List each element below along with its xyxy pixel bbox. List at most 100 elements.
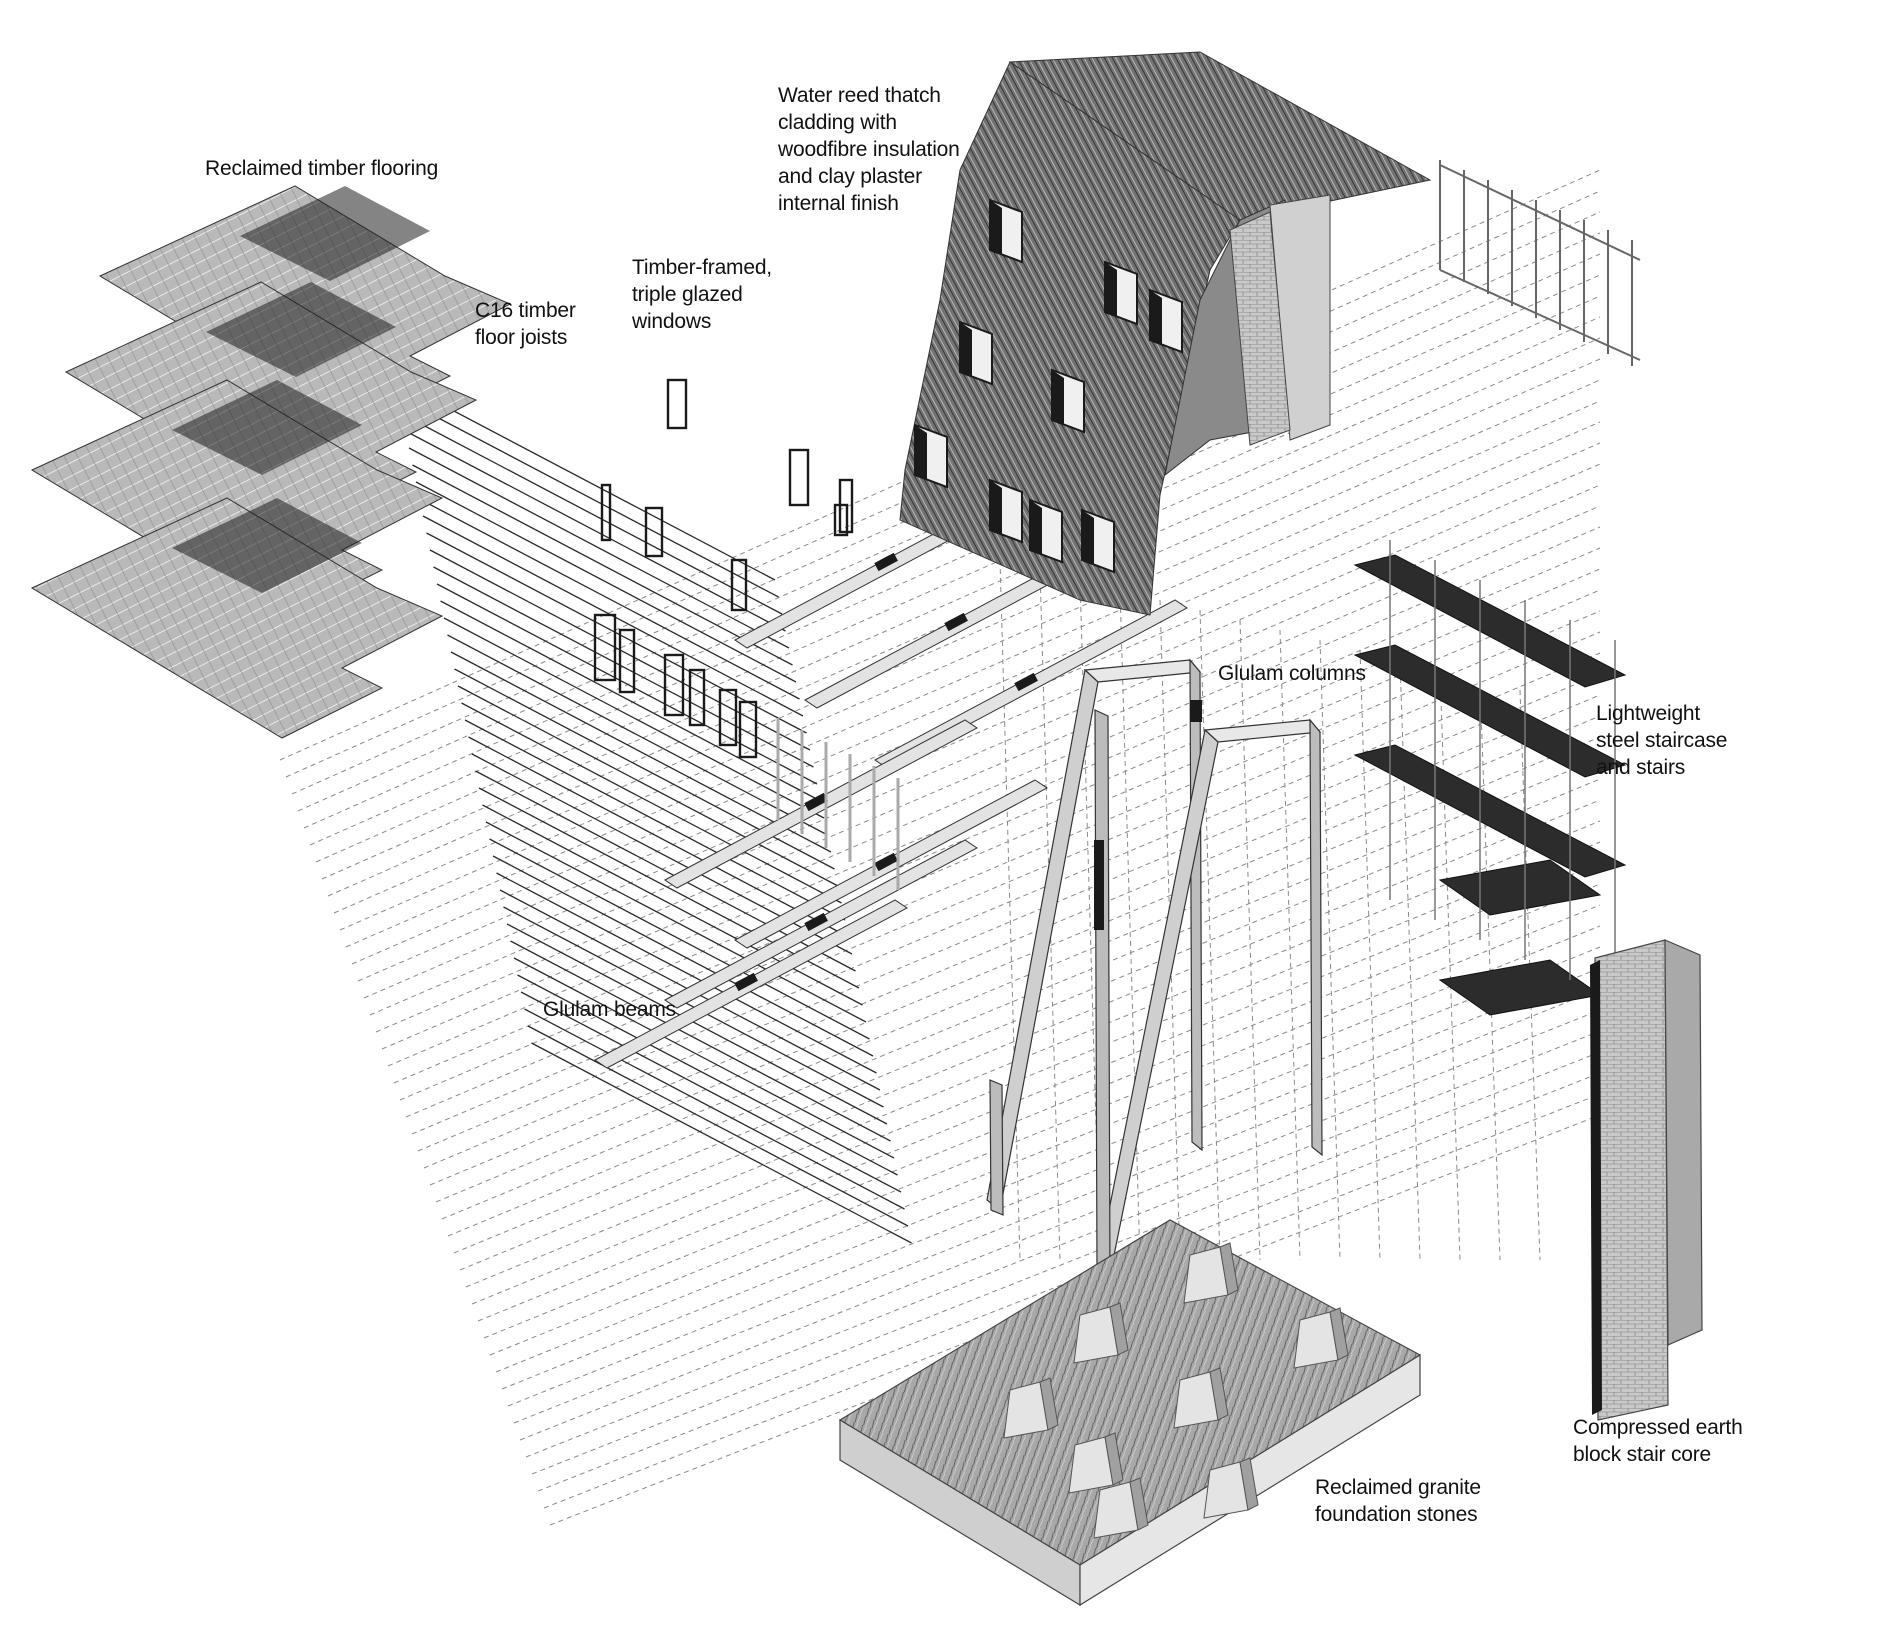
guide-line bbox=[471, 841, 1601, 1305]
column-dark-face bbox=[1094, 840, 1104, 930]
thatch-window-reveal bbox=[990, 480, 1002, 535]
label-line: cladding with bbox=[778, 111, 897, 134]
guide-line bbox=[1119, 589, 1141, 1261]
label-line: steel staircase bbox=[1596, 729, 1728, 752]
label-glulam-beams: Glulam beams bbox=[543, 996, 676, 1023]
window-frame bbox=[718, 688, 738, 747]
beam-connector bbox=[734, 972, 758, 992]
label-line: internal finish bbox=[778, 192, 899, 215]
guide-line bbox=[531, 1051, 1601, 1475]
guide-line bbox=[1199, 609, 1221, 1261]
guide-line bbox=[435, 715, 1601, 1203]
guide-line bbox=[1439, 669, 1461, 1261]
granite-stone-side bbox=[1109, 1302, 1129, 1356]
beam-connector bbox=[804, 912, 828, 932]
granite-stone-side bbox=[1129, 1477, 1149, 1531]
guide-line bbox=[345, 400, 1601, 948]
joist-bar bbox=[419, 498, 800, 700]
window-frame bbox=[644, 506, 664, 558]
joist-bar bbox=[496, 872, 877, 1074]
guide-line bbox=[417, 652, 1601, 1152]
label-line: Glulam beams bbox=[543, 998, 676, 1021]
guide-line bbox=[477, 862, 1601, 1322]
label-line: floor joists bbox=[475, 326, 568, 349]
timber-flooring-group bbox=[30, 185, 512, 739]
joist-bar bbox=[510, 940, 891, 1142]
window-frame bbox=[730, 558, 748, 612]
guide-line bbox=[399, 589, 1601, 1101]
beam-connector bbox=[874, 852, 898, 872]
beam-connector bbox=[874, 552, 898, 572]
guide-line bbox=[1479, 679, 1501, 1261]
guide-line bbox=[1239, 619, 1261, 1261]
label-line: Lightweight bbox=[1596, 702, 1701, 725]
thatch-window-reveal bbox=[915, 425, 927, 480]
window-frame bbox=[593, 613, 617, 682]
vertical-fin-frame bbox=[1439, 160, 1641, 366]
guide-line bbox=[513, 988, 1601, 1424]
glulam-columns bbox=[986, 658, 1323, 1282]
guide-line bbox=[519, 1009, 1601, 1441]
guide-line bbox=[309, 274, 1601, 846]
guide-line bbox=[549, 1114, 1601, 1526]
guide-line bbox=[351, 421, 1601, 965]
thatch-window-reveal bbox=[1150, 290, 1162, 345]
granite-stone-side bbox=[1039, 1377, 1059, 1431]
column-frame-1-top bbox=[1083, 659, 1202, 683]
label-line: windows bbox=[632, 310, 712, 333]
joist-bar bbox=[471, 753, 853, 955]
thatch-window-reveal bbox=[1105, 262, 1117, 317]
guide-line bbox=[507, 967, 1601, 1407]
label-line: woodfibre insulation bbox=[778, 138, 960, 161]
window-frame bbox=[600, 483, 612, 542]
guide-line bbox=[321, 316, 1601, 880]
guide-line bbox=[495, 925, 1601, 1373]
joist-bar bbox=[489, 838, 870, 1040]
granite-stone-side bbox=[1219, 1242, 1239, 1296]
stair-core-front bbox=[1594, 939, 1669, 1421]
window-frame bbox=[738, 700, 758, 759]
joist-bar bbox=[461, 702, 842, 904]
thatch-window-reveal bbox=[1052, 370, 1064, 425]
joist-bar bbox=[464, 719, 846, 921]
foundation-base bbox=[838, 1219, 1422, 1607]
floor-shadow bbox=[240, 186, 430, 281]
guide-line bbox=[285, 190, 1601, 778]
window-frame bbox=[663, 653, 685, 717]
joist-bar bbox=[531, 1042, 912, 1244]
thatch-window-openings bbox=[914, 198, 1183, 574]
guide-line bbox=[1359, 649, 1381, 1261]
guide-line bbox=[1319, 639, 1341, 1261]
label-line: Timber-framed, bbox=[632, 256, 772, 279]
stair-landing bbox=[1353, 554, 1627, 688]
label-line: C16 timber bbox=[475, 299, 576, 322]
thatch-window-reveal bbox=[1082, 510, 1094, 565]
shell-end-wall bbox=[1229, 211, 1291, 446]
beam-connector bbox=[1014, 672, 1038, 692]
label-c16-timber-floor-joists: C16 timber floor joists bbox=[475, 297, 576, 351]
joist-bar bbox=[398, 396, 779, 598]
window-frame bbox=[833, 503, 849, 537]
label-line: Reclaimed granite bbox=[1315, 1476, 1481, 1499]
fin-rail bbox=[1439, 269, 1641, 361]
granite-stone-side bbox=[1104, 1432, 1124, 1486]
joist-bar bbox=[433, 566, 814, 768]
joist-bar bbox=[527, 1025, 909, 1227]
joist-bar bbox=[426, 532, 807, 734]
joist-bar bbox=[513, 957, 895, 1159]
joist-bar bbox=[506, 923, 888, 1125]
stair-flight bbox=[1438, 959, 1602, 1016]
label-line: Glulam columns bbox=[1218, 662, 1366, 685]
joist-bar bbox=[450, 651, 832, 853]
joist-bar bbox=[440, 600, 821, 802]
joist-bar bbox=[447, 634, 828, 836]
label-line: Reclaimed timber flooring bbox=[205, 157, 439, 180]
joist-bar bbox=[394, 379, 776, 581]
column-frame-2-top bbox=[1203, 719, 1322, 743]
joist-bar bbox=[412, 464, 793, 666]
guide-line bbox=[405, 610, 1601, 1118]
